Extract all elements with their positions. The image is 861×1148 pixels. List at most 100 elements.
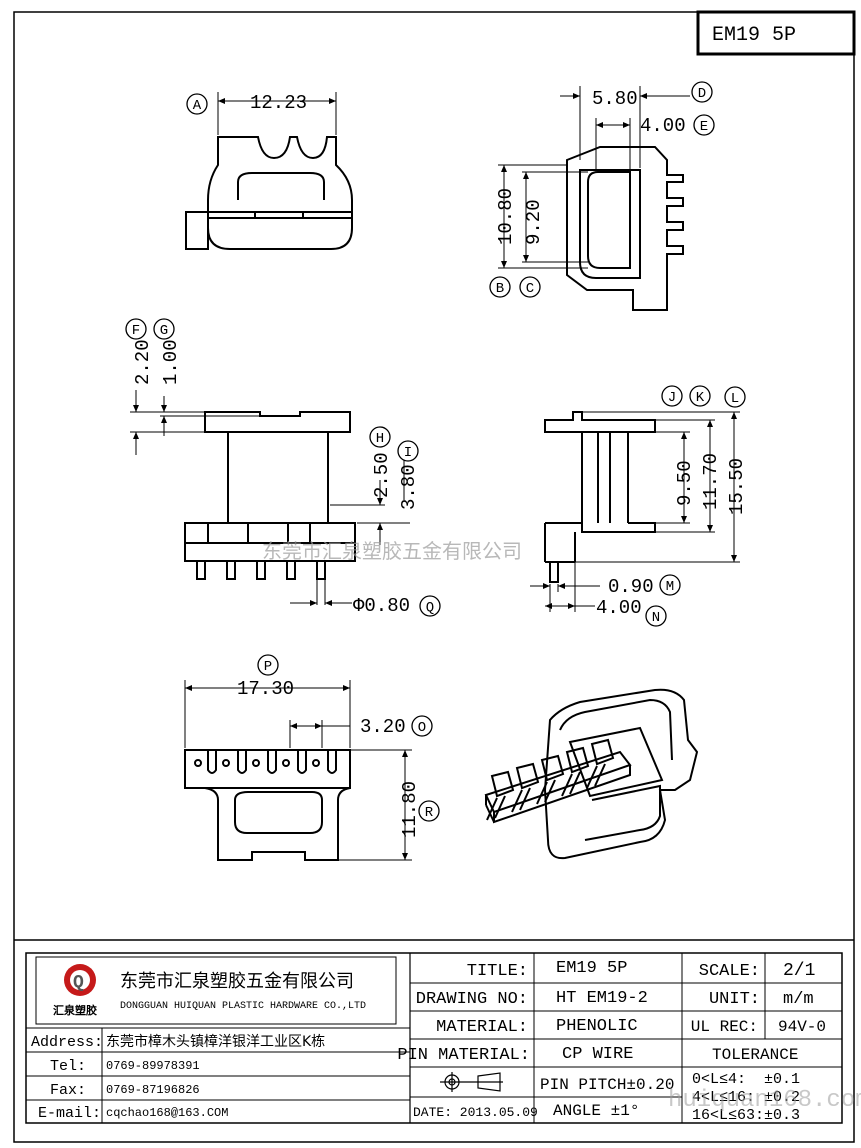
- tel-value: 0769-89978391: [106, 1059, 200, 1073]
- label-circle-j: [661, 385, 683, 407]
- dim-g-value: 1.00: [160, 339, 182, 385]
- label-circle-m: [659, 574, 681, 596]
- dim-k-value: 11.70: [700, 453, 722, 510]
- drawing-frame: [13, 11, 855, 1143]
- label-letter-h: H: [376, 431, 384, 447]
- label-circle-q: [419, 595, 441, 617]
- unit-value: m/m: [783, 990, 814, 1009]
- label-letter-e: E: [700, 119, 708, 135]
- svg-text:汇泉塑胶: 汇泉塑胶: [53, 1003, 97, 1017]
- dim-c-value: 9.20: [523, 199, 545, 245]
- dim-e-value: 4.00: [640, 115, 686, 137]
- label-circle-d: [691, 81, 713, 103]
- dim-h-value: 2.50: [371, 452, 393, 498]
- dim-d-e-b-c: [498, 86, 690, 269]
- label-circle-b: [489, 276, 511, 298]
- dim-b-value: 10.80: [495, 188, 517, 245]
- reference-letters: A B C D E F G H I J K L MN O P Q R: [125, 81, 746, 822]
- label-letter-a: A: [193, 98, 202, 114]
- model-title-box: [696, 10, 856, 56]
- dim-d-value: 5.80: [592, 88, 638, 110]
- label-letter-k: K: [696, 390, 705, 406]
- dim-l-value: 15.50: [726, 458, 748, 515]
- dim-p-o-r: [184, 680, 412, 861]
- watermark-cn: 东莞市汇泉塑胶五金有限公司: [262, 539, 522, 563]
- pin-pitch-value: PIN PITCH±0.20: [540, 1076, 674, 1094]
- tolerance-1: 0<L≤4: ±0.1: [692, 1071, 800, 1088]
- pin-material-value: CP WIRE: [562, 1045, 633, 1064]
- label-circle-a: [186, 93, 208, 115]
- ul-rec-label: UL REC:: [691, 1018, 758, 1036]
- angle-value: ANGLE ±1°: [553, 1102, 639, 1120]
- dim-n-value: 4.00: [596, 597, 642, 619]
- email-label: E-mail:: [38, 1105, 101, 1122]
- label-circle-c: [519, 276, 541, 298]
- dim-a: [217, 92, 337, 135]
- dim-j-k-l-m-n: [530, 411, 740, 612]
- date-value: DATE: 2013.05.09: [413, 1105, 538, 1120]
- label-circle-k: [689, 385, 711, 407]
- label-letter-m: M: [666, 579, 674, 595]
- tolerance-label: TOLERANCE: [712, 1046, 798, 1064]
- dim-f-value: 2.20: [132, 339, 154, 385]
- dim-o-value: 3.20: [360, 716, 406, 738]
- address-label: Address:: [31, 1034, 103, 1051]
- tel-label: Tel:: [50, 1058, 86, 1075]
- ul-rec-value: 94V-0: [778, 1018, 826, 1036]
- title-block: [14, 939, 854, 1124]
- title-label: TITLE:: [467, 962, 528, 981]
- model-title: EM19 5P: [712, 24, 796, 47]
- label-letter-o: O: [418, 720, 426, 736]
- label-circle-n: [645, 605, 667, 627]
- tolerance-2: 4<L≤16: ±0.2: [692, 1089, 800, 1106]
- address-value: 东莞市樟木头镇樟洋银洋工业区K栋: [106, 1033, 325, 1050]
- label-letter-f: F: [132, 323, 140, 339]
- view-middle-right: [544, 411, 656, 583]
- label-letter-r: R: [425, 805, 434, 821]
- dim-i-value: 3.80: [398, 464, 420, 510]
- label-letter-n: N: [652, 610, 660, 626]
- pin-material-label: PIN MATERIAL:: [397, 1046, 530, 1065]
- label-circle-o: [411, 715, 433, 737]
- unit-label: UNIT:: [709, 990, 760, 1009]
- scale-value: 2/1: [783, 961, 815, 981]
- label-letter-b: B: [496, 281, 504, 297]
- dim-p-value: 17.30: [237, 678, 294, 700]
- label-letter-q: Q: [426, 600, 434, 616]
- scale-label: SCALE:: [699, 962, 760, 981]
- label-letter-p: P: [264, 659, 272, 675]
- label-circle-h: [369, 426, 391, 448]
- svg-text:Q: Q: [73, 973, 84, 993]
- label-letter-c: C: [526, 281, 534, 297]
- label-letter-j: J: [668, 390, 676, 406]
- label-circle-l: [724, 386, 746, 408]
- drawing-no-value: HT EM19-2: [556, 989, 648, 1008]
- label-letter-d: D: [698, 86, 706, 102]
- dim-j-value: 9.50: [674, 460, 696, 506]
- tolerance-3: 16<L≤63:±0.3: [692, 1107, 800, 1124]
- label-circle-p: [257, 654, 279, 676]
- dim-f-g-h-i-q: [130, 390, 410, 606]
- dim-a-value: 12.23: [250, 92, 307, 114]
- view-top-right: [566, 146, 684, 311]
- label-letter-i: I: [404, 445, 412, 461]
- company-name-en: DONGGUAN HUIQUAN PLASTIC HARDWARE CO.,LT…: [120, 1001, 366, 1012]
- label-letter-l: L: [731, 391, 739, 407]
- title-value: EM19 5P: [556, 959, 627, 978]
- label-circle-i: [397, 440, 419, 462]
- view-top-left: [185, 136, 353, 250]
- watermark-url: huiquan168.com: [668, 1087, 861, 1114]
- fax-label: Fax:: [50, 1082, 86, 1099]
- dim-r-value: 11.80: [399, 781, 421, 838]
- label-letter-g: G: [160, 323, 168, 339]
- dim-q-value: Φ0.80: [353, 595, 410, 617]
- projection-symbol-icon: [440, 1072, 503, 1092]
- view-isometric: [484, 688, 699, 860]
- email-value: cqchao168@163.COM: [106, 1106, 228, 1120]
- material-label: MATERIAL:: [436, 1018, 528, 1037]
- company-logo: Q 汇泉塑胶: [53, 964, 97, 1017]
- label-circle-e: [693, 114, 715, 136]
- drawing-no-label: DRAWING NO:: [416, 990, 528, 1009]
- label-circle-f: [125, 318, 147, 340]
